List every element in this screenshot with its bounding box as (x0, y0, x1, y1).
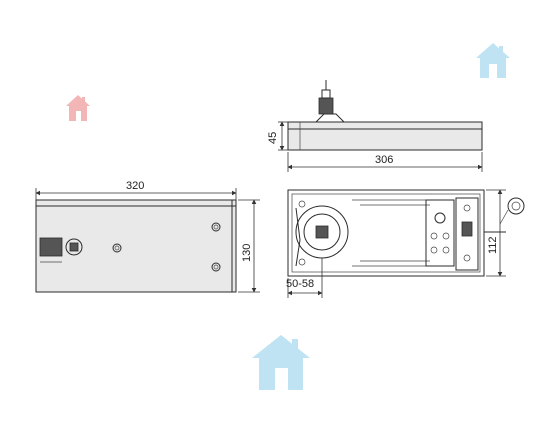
top-view (287, 189, 525, 277)
front-view (35, 199, 237, 293)
width-top-label: 112 (487, 236, 499, 254)
side-view (287, 80, 483, 151)
height-front-dimension: 130 (238, 199, 260, 293)
spindle-offset-dimension: 50-58 (286, 258, 323, 298)
width-top-dimension: 112 (486, 189, 506, 277)
house-icon (252, 335, 310, 390)
length-front-dimension: 320 (35, 180, 237, 200)
height-side-label: 45 (267, 132, 279, 144)
height-front-label: 130 (241, 244, 253, 262)
length-side-dimension: 306 (287, 152, 483, 172)
length-front-label: 320 (126, 180, 144, 192)
house-icon (66, 95, 90, 121)
spindle-offset-label: 50-58 (286, 278, 314, 290)
length-side-label: 306 (375, 154, 393, 166)
house-icon (476, 43, 510, 78)
height-side-dimension: 45 (267, 121, 290, 151)
